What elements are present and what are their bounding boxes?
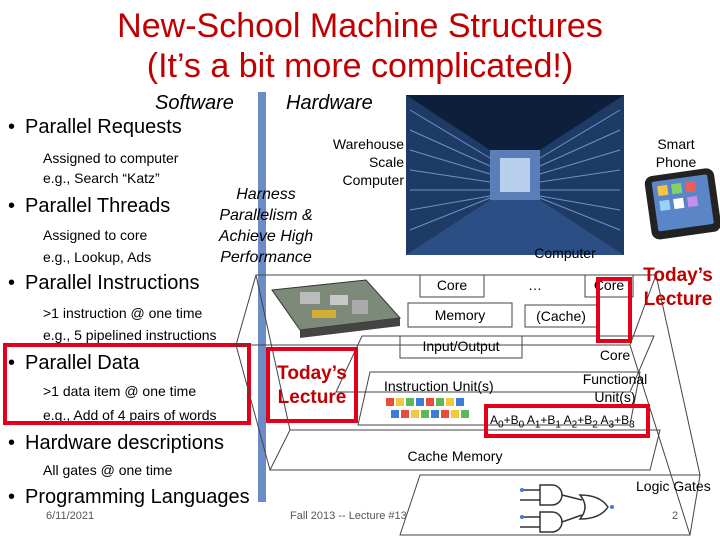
highlight-box-parallel-data — [3, 343, 251, 425]
sub-parallel-data-1: >1 data item @ one time — [43, 383, 197, 399]
computer-label: Computer — [534, 245, 596, 261]
bullet-parallel-data: Parallel Data — [8, 352, 140, 375]
io-box — [399, 335, 523, 359]
warehouse-line-3: Computer — [342, 172, 404, 188]
io-label: Input/Output — [422, 338, 500, 354]
smart-phone-label: Smart Phone — [640, 135, 712, 171]
todays-lecture-mid: Today’s Lecture — [268, 362, 356, 410]
functional-unit-label: Functional Unit(s) — [570, 370, 660, 406]
warehouse-line-1: Warehouse — [332, 136, 404, 152]
harness-line-4: Performance — [220, 249, 312, 266]
ellipsis-label: … — [528, 277, 542, 293]
bullet-parallel-requests: Parallel Requests — [8, 116, 182, 139]
todays-lecture-right-line-2: Lecture — [643, 289, 713, 310]
core-label-mid: Core — [599, 347, 631, 363]
memory-label: Memory — [434, 307, 486, 323]
harness-text: Harness Parallelism & Achieve High Perfo… — [206, 184, 326, 268]
warehouse-line-2: Scale — [368, 154, 404, 170]
hardware-label: Hardware — [286, 92, 373, 114]
instruction-unit-label: Instruction Unit(s) — [384, 378, 494, 394]
slide-title-line1: New-School Machine Structures — [117, 7, 603, 45]
data-center-image — [406, 95, 624, 255]
smart-phone-line-2: Phone — [655, 154, 697, 170]
harness-line-3: Achieve High — [218, 228, 314, 245]
logic-gates-label: Logic Gates — [636, 478, 711, 494]
sub-parallel-instructions-1: >1 instruction @ one time — [43, 305, 203, 321]
sub-parallel-data-2: e.g., Add of 4 pairs of words — [43, 407, 217, 423]
todays-lecture-mid-line-1: Today’s — [277, 363, 347, 384]
add-pairs-expression: A0+B0 A1+B1 A2+B2 A3+B3 — [490, 413, 635, 431]
logic-gates-image — [520, 484, 614, 533]
todays-lecture-mid-line-2: Lecture — [277, 387, 347, 408]
footer-course: Fall 2013 -- Lecture #13 — [290, 510, 407, 522]
sub-hardware-descriptions-1: All gates @ one time — [43, 462, 173, 478]
bullet-programming-languages: Programming Languages — [8, 486, 250, 509]
smart-phone-line-1: Smart — [657, 136, 695, 152]
functional-unit-line-2: Unit(s) — [594, 389, 636, 405]
highlight-box-add-pairs — [484, 404, 650, 438]
highlight-box-todays-lecture-mid — [266, 347, 358, 423]
bullet-parallel-threads: Parallel Threads — [8, 195, 170, 218]
harness-line-2: Parallelism & — [219, 207, 313, 224]
footer-date: 6/11/2021 — [46, 510, 95, 522]
core-label-left: Core — [436, 277, 468, 293]
core-box-left — [419, 274, 485, 298]
core-label-right: Core — [593, 277, 625, 293]
bullet-parallel-instructions: Parallel Instructions — [8, 272, 200, 295]
software-hardware-divider — [258, 92, 266, 502]
sub-parallel-threads-1: Assigned to core — [43, 227, 148, 243]
bullet-hardware-descriptions: Hardware descriptions — [8, 432, 224, 455]
todays-lecture-right: Today’s Lecture — [636, 264, 720, 312]
cache-memory-label: Cache Memory — [407, 448, 503, 464]
sub-parallel-instructions-2: e.g., 5 pipelined instructions — [43, 327, 217, 343]
software-label: Software — [155, 92, 234, 114]
smart-phone-image — [644, 168, 720, 240]
harness-line-1: Harness — [236, 186, 296, 203]
functional-unit-line-1: Functional — [582, 371, 648, 387]
sub-parallel-threads-2: e.g., Lookup, Ads — [43, 249, 152, 265]
memory-box — [407, 302, 513, 328]
warehouse-label: Warehouse Scale Computer — [312, 135, 404, 189]
sub-parallel-requests-1: Assigned to computer — [43, 150, 179, 166]
highlight-box-todays-lecture-right — [596, 277, 632, 343]
footer-page-number: 2 — [672, 510, 679, 522]
server-board-image — [271, 279, 402, 338]
core-box-right — [584, 274, 634, 298]
slide-title-line2: (It’s a bit more complicated!) — [146, 47, 574, 85]
instruction-bits — [386, 398, 469, 418]
sub-parallel-requests-2: e.g., Search “Katz” — [43, 170, 160, 186]
todays-lecture-right-line-1: Today’s — [643, 265, 713, 286]
cache-label: (Cache) — [536, 308, 586, 324]
